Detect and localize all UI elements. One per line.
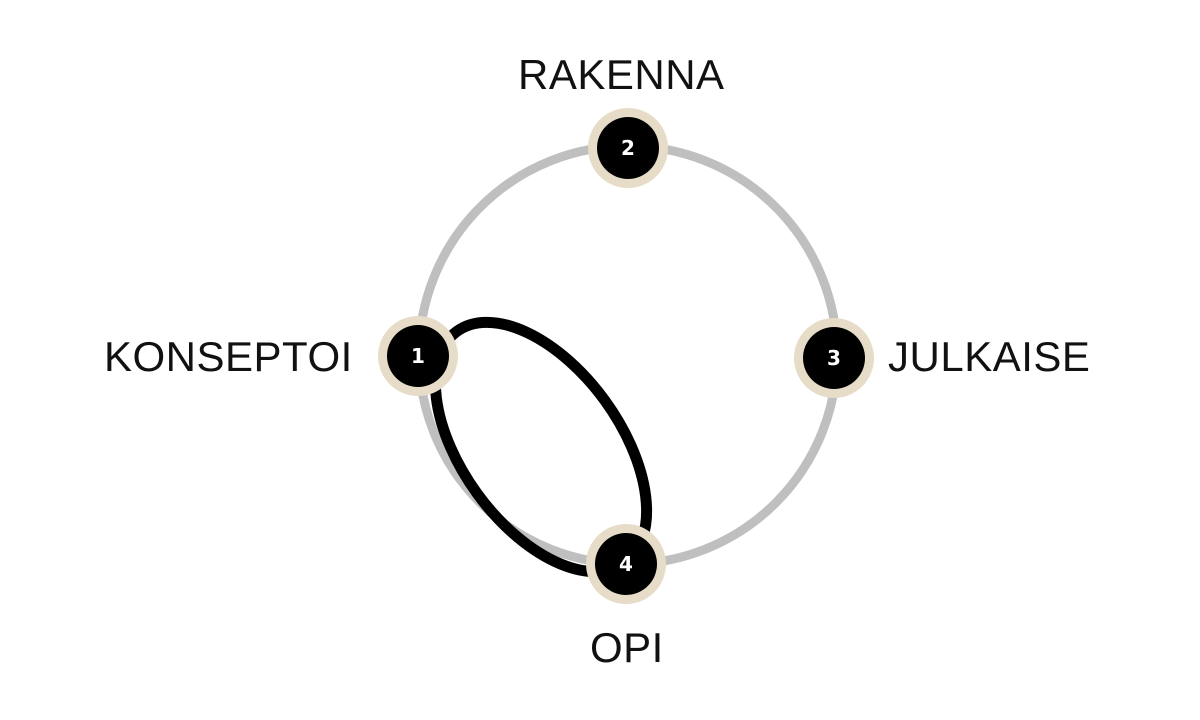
node-3: 3 xyxy=(794,318,874,398)
node-4-circle xyxy=(595,533,657,595)
node-1-circle xyxy=(387,325,449,387)
node-2: 2 xyxy=(588,108,668,188)
node-4: 4 xyxy=(586,524,666,604)
node-2-number: 2 xyxy=(621,136,635,160)
node-4-label: OPI xyxy=(590,624,664,671)
node-3-label: JULKAISE xyxy=(888,333,1091,380)
node-3-number: 3 xyxy=(827,346,841,370)
node-3-circle xyxy=(803,327,865,389)
node-1-number: 1 xyxy=(411,344,425,368)
node-1-label: KONSEPTOI xyxy=(104,333,353,380)
node-2-label: RAKENNA xyxy=(518,51,725,98)
node-4-number: 4 xyxy=(619,552,633,576)
node-2-circle xyxy=(597,117,659,179)
node-1: 1 xyxy=(378,316,458,396)
